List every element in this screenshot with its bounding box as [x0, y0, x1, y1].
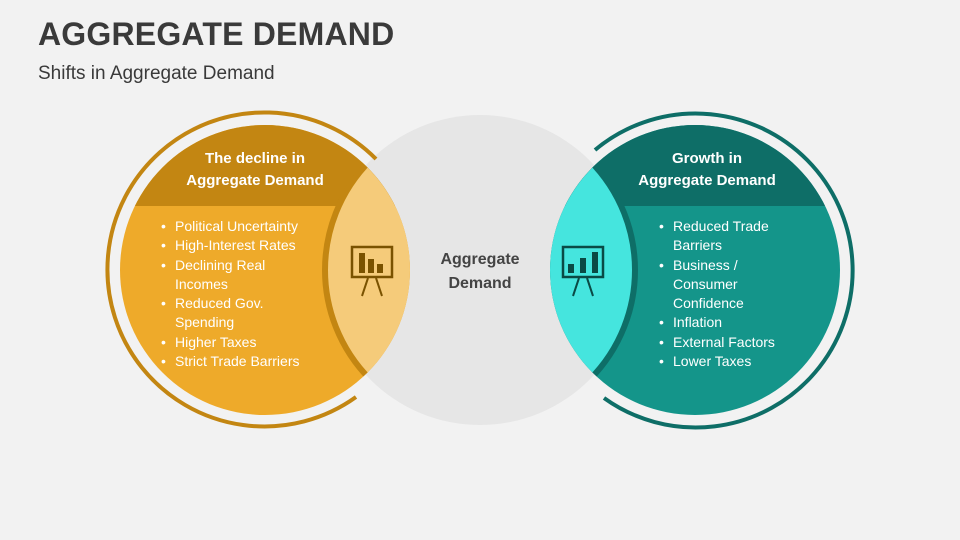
list-item: Declining Real Incomes: [161, 256, 275, 295]
list-item: Business / Consumer Confidence: [659, 256, 753, 314]
list-item: Strict Trade Barriers: [161, 352, 335, 372]
right-header: Growth in Aggregate Demand: [617, 148, 797, 192]
center-label-line: Demand: [448, 275, 512, 292]
left-list: Political Uncertainty High-Interest Rate…: [161, 217, 335, 372]
list-item: Reduced Trade Barriers: [659, 217, 783, 256]
list-item: High-Interest Rates: [161, 236, 335, 256]
list-item: Reduced Gov. Spending: [161, 294, 275, 333]
left-header-line: Aggregate Demand: [186, 172, 324, 189]
center-circle: [325, 115, 635, 425]
list-item: Inflation: [659, 313, 783, 333]
list-item: Higher Taxes: [161, 333, 335, 353]
right-list: Reduced Trade Barriers Business / Consum…: [659, 217, 783, 372]
center-label: Aggregate Demand: [420, 248, 540, 296]
right-header-line: Aggregate Demand: [638, 172, 776, 189]
list-item: Political Uncertainty: [161, 217, 335, 237]
center-label-line: Aggregate: [440, 251, 520, 268]
page-subtitle: Shifts in Aggregate Demand: [38, 63, 275, 84]
presentation-chart-increasing-icon: [561, 245, 605, 297]
right-header-line: Growth in: [672, 150, 742, 167]
presentation-chart-decreasing-icon: [350, 245, 394, 297]
left-header-line: The decline in: [204, 150, 306, 167]
list-item: Lower Taxes: [659, 352, 783, 372]
list-item: External Factors: [659, 333, 783, 353]
right-ring: [593, 111, 855, 430]
left-ring: [105, 110, 378, 429]
page-title: AGGREGATE DEMAND: [38, 16, 395, 52]
left-header: The decline in Aggregate Demand: [165, 148, 345, 192]
